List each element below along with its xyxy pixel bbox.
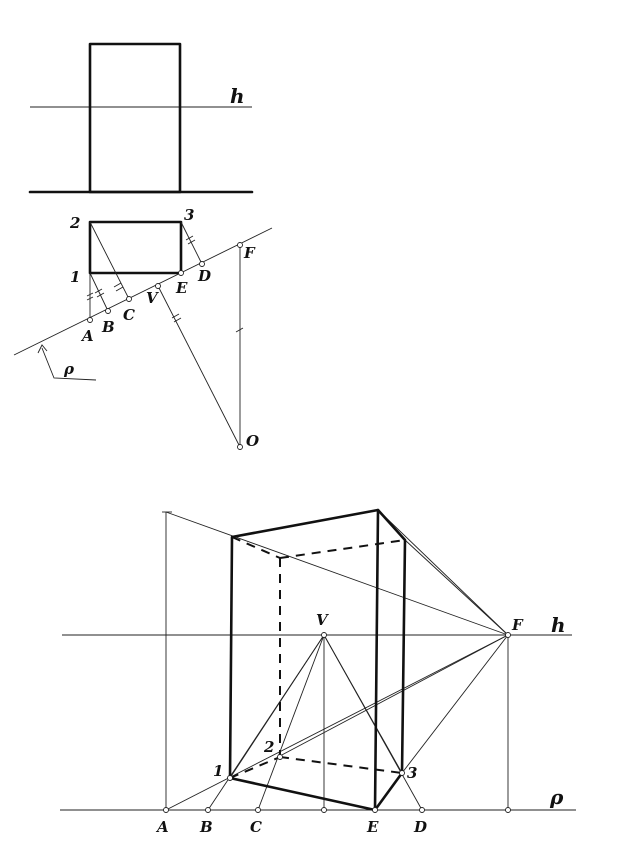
line-3-F <box>401 634 509 774</box>
label-1: 1 <box>213 762 223 780</box>
label-D-plan: D <box>197 267 211 285</box>
point-F-ground <box>505 807 511 813</box>
point-A <box>163 807 169 813</box>
line-top3-F <box>404 539 509 636</box>
hidden-edge-bottom-back <box>279 756 403 774</box>
point-V-ground <box>321 807 327 813</box>
line-top-F <box>377 509 509 636</box>
line-1-V <box>229 634 325 779</box>
point-E-plan <box>178 270 184 276</box>
elevation-view: h <box>28 42 254 194</box>
label-2: 2 <box>263 738 274 756</box>
label-A-plan: A <box>80 327 94 345</box>
label-F-plan: F <box>243 244 256 262</box>
label-3: 3 <box>407 764 417 782</box>
point-C-plan <box>126 296 132 302</box>
label-B-plan: B <box>101 318 115 336</box>
point-1 <box>227 775 233 781</box>
prism-elevation <box>88 42 182 194</box>
prism-front-edge <box>373 508 380 812</box>
projector-1-B <box>89 272 109 312</box>
point-2 <box>277 754 283 760</box>
point-D-plan <box>199 261 205 267</box>
label-E: E <box>366 818 379 836</box>
projector-3-D <box>180 221 203 265</box>
label-h-elevation: h <box>230 84 245 108</box>
projector-V-O <box>157 285 241 448</box>
rho-arrow <box>37 344 48 354</box>
label-O-plan: O <box>246 432 259 450</box>
label-3-plan: 3 <box>184 206 194 224</box>
point-3 <box>399 770 405 776</box>
label-C-plan: C <box>123 306 135 324</box>
point-V <box>321 632 327 638</box>
hidden-edge-top-back <box>279 539 406 559</box>
label-B: B <box>199 818 213 836</box>
line-2-F <box>277 634 509 758</box>
label-F: F <box>511 616 524 634</box>
label-1-plan: 1 <box>70 268 80 286</box>
point-O-plan <box>237 444 243 450</box>
label-V-plan: V <box>146 289 159 307</box>
label-C: C <box>250 818 262 836</box>
label-A: A <box>155 818 169 836</box>
label-2-plan: 2 <box>69 214 80 232</box>
label-D: D <box>413 818 427 836</box>
rho-marker <box>41 347 97 381</box>
prism-plan <box>88 220 183 275</box>
plan-ray-2 <box>89 221 130 300</box>
hidden-edge-top-left <box>231 536 281 559</box>
label-h: h <box>551 613 566 637</box>
point-A-plan <box>87 317 93 323</box>
point-C <box>255 807 261 813</box>
line-A-F <box>165 634 509 811</box>
label-V: V <box>316 611 329 629</box>
label-E-plan: E <box>175 279 188 297</box>
label-rho-plan: ρ <box>63 360 75 378</box>
point-D <box>419 807 425 813</box>
point-V-plan <box>155 283 161 289</box>
hidden-edge-bottom-left <box>229 756 281 779</box>
parallel-ticks <box>86 235 244 333</box>
point-F-plan <box>237 242 243 248</box>
point-B-plan <box>105 308 111 314</box>
point-B <box>205 807 211 813</box>
vanishing-top-F <box>165 511 509 636</box>
perspective-view: A B C E D V F h ρ 1 2 3 <box>60 508 576 836</box>
picture-plane-trace <box>13 227 273 356</box>
point-E <box>372 807 378 813</box>
line-V-D <box>323 634 423 811</box>
plan-view: ρ 2 <box>13 206 273 450</box>
label-rho: ρ <box>549 785 564 809</box>
line-C-V <box>257 634 325 811</box>
point-F <box>505 632 511 638</box>
